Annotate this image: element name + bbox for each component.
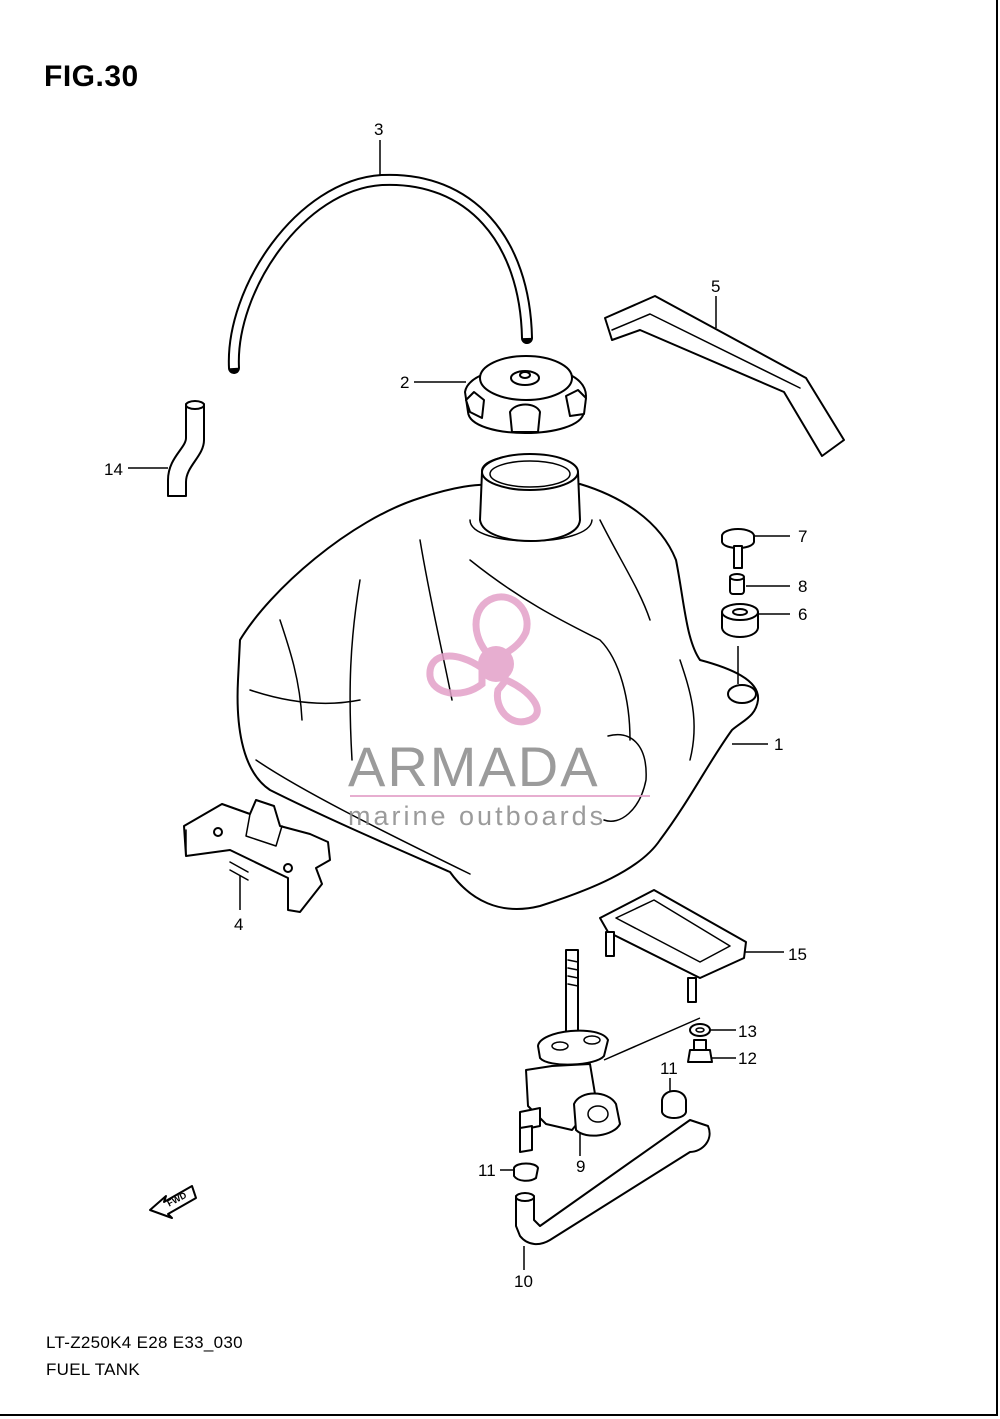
callout-2: 2 [400, 373, 409, 392]
watermark: ARMADA marine outboards [348, 593, 650, 831]
callout-7: 7 [798, 527, 807, 546]
callout-15: 15 [788, 945, 807, 964]
callout-11-upper: 11 [660, 1059, 678, 1078]
callout-11-lower: 11 [478, 1161, 496, 1180]
breather-hose [227, 173, 533, 374]
callout-8: 8 [798, 577, 807, 596]
cushion [721, 603, 759, 684]
callout-6: 6 [798, 605, 807, 624]
fuel-cap [464, 355, 587, 434]
hose-clamp-lower [513, 1162, 539, 1182]
diagram-name: FUEL TANK [46, 1360, 141, 1379]
washer [689, 1023, 711, 1037]
mounting-bracket [183, 799, 331, 913]
callout-1: 1 [774, 735, 783, 754]
watermark-tagline: marine outboards [348, 801, 606, 831]
fuel-hose [515, 1119, 711, 1246]
collar [729, 573, 745, 595]
callout-3: 3 [374, 120, 383, 139]
callout-4: 4 [234, 915, 243, 934]
callout-10: 10 [514, 1272, 533, 1291]
callout-12: 12 [738, 1049, 757, 1068]
callout-13: 13 [738, 1022, 757, 1041]
callout-5: 5 [711, 277, 720, 296]
small-bent-hose [167, 400, 205, 497]
bolt [721, 528, 755, 569]
leader-lines [128, 140, 790, 1270]
model-code: LT-Z250K4 E28 E33_030 [46, 1333, 243, 1352]
watermark-brand: ARMADA [348, 735, 600, 798]
figure-title: FIG.30 [44, 60, 139, 93]
hose-clamp-upper [661, 1090, 687, 1119]
forward-direction-arrow: FWD [149, 1185, 197, 1219]
propeller-logo-icon [426, 593, 541, 726]
fuel-valve [519, 949, 701, 1153]
screw [687, 1039, 713, 1063]
callout-14: 14 [104, 460, 123, 479]
tank-strap [604, 295, 845, 457]
lower-mount-plate [599, 889, 747, 1003]
callout-numbers: 3 2 5 14 7 8 6 1 4 15 13 12 11 9 11 10 [104, 120, 807, 1291]
callout-9: 9 [576, 1157, 585, 1176]
